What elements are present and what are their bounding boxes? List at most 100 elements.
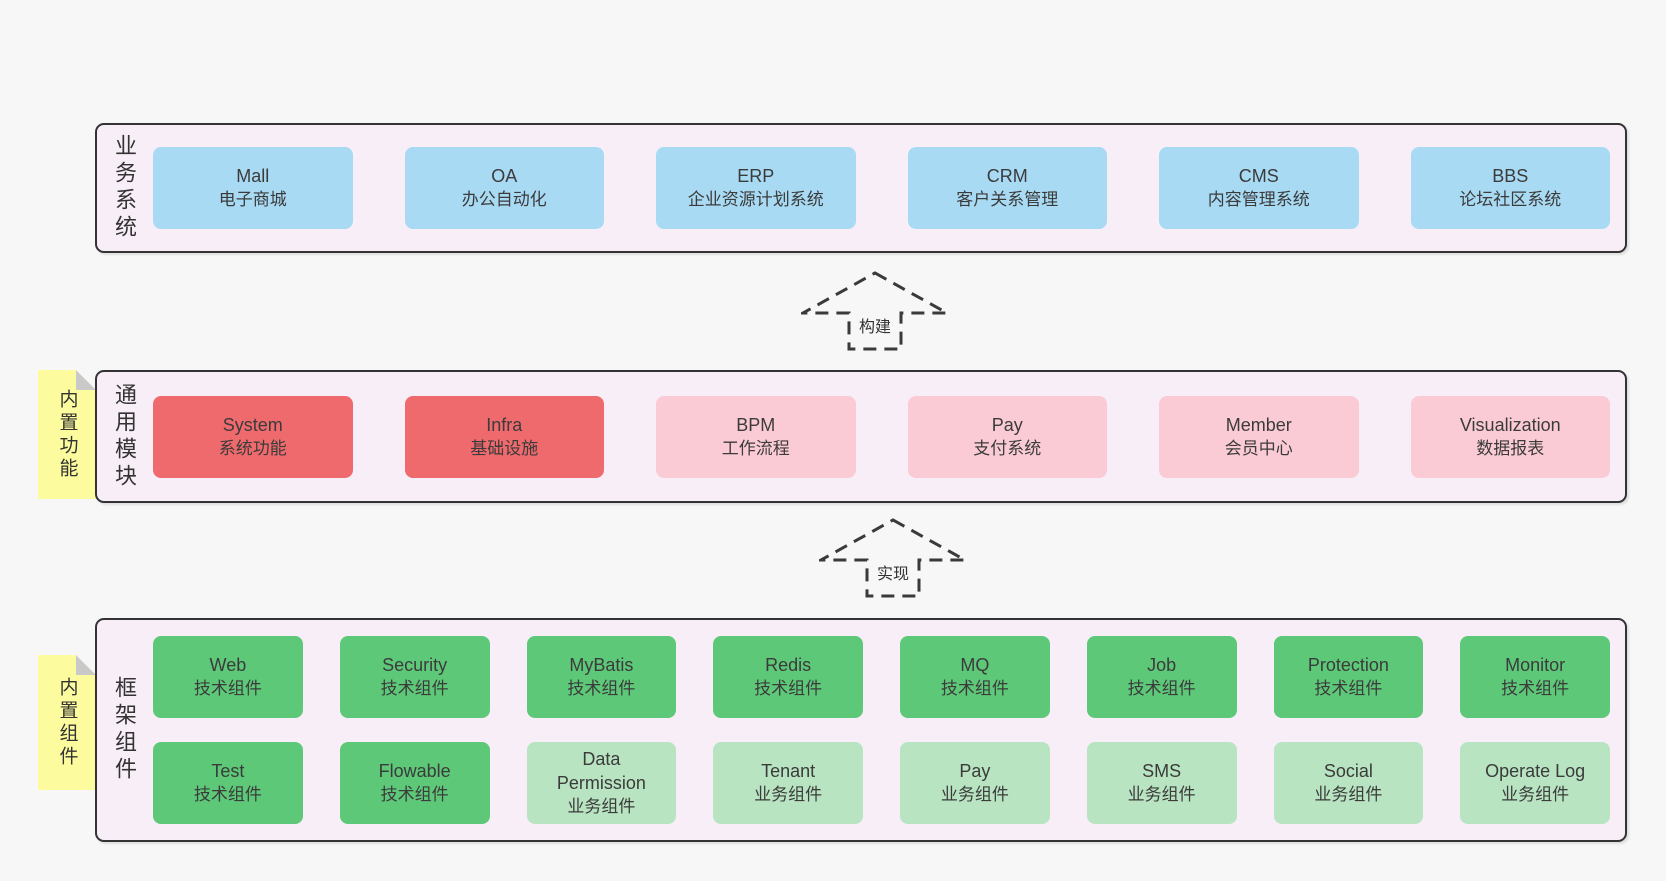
module-subtitle: 技术组件 (380, 785, 449, 804)
module-title: CMS (1238, 166, 1279, 186)
band-label: 业务系统 (112, 134, 137, 242)
module-title: Operate Log (1485, 761, 1586, 781)
module-title: BPM (736, 414, 776, 435)
module-subtitle: 技术组件 (940, 679, 1009, 698)
sticky-note-built-in-components: 内置组件 (38, 655, 96, 790)
module-subtitle: 内容管理系统 (1207, 190, 1310, 209)
module-title: Protection (1307, 655, 1389, 675)
module-subtitle: 数据报表 (1476, 438, 1545, 458)
module-subtitle: 技术组件 (567, 679, 636, 698)
module-box-erp: ERP 企业资源计划系统 (656, 147, 856, 229)
module-subtitle: 技术组件 (1501, 679, 1570, 698)
module-subtitle: 业务组件 (940, 785, 1009, 804)
component-box-protection: Protection 技术组件 (1273, 636, 1424, 718)
module-box-pay: Pay 支付系统 (907, 395, 1107, 478)
module-title: Social (1323, 761, 1373, 781)
component-row-2: Test 技术组件 Flowable 技术组件 Data Permission … (153, 742, 1610, 824)
module-subtitle: 工作流程 (721, 438, 790, 458)
module-box-bbs: BBS 论坛社区系统 (1410, 147, 1610, 229)
component-box-mybatis: MyBatis 技术组件 (526, 636, 677, 718)
module-box-mall: Mall 电子商城 (153, 147, 353, 229)
band-rows: Web 技术组件 Security 技术组件 MyBatis 技术组件 Redi… (151, 620, 1625, 840)
module-subtitle: 业务组件 (567, 797, 636, 816)
module-title: Monitor (1505, 655, 1566, 675)
module-subtitle: 技术组件 (380, 679, 449, 698)
band-label: 框架组件 (112, 676, 137, 784)
band-business-systems: 业务系统 Mall 电子商城 OA 办公自动化 ERP 企业资源计划系统 CRM… (95, 123, 1627, 253)
component-box-test: Test 技术组件 (153, 742, 303, 824)
component-box-pay: Pay 业务组件 (900, 742, 1050, 824)
band-boxes: Mall 电子商城 OA 办公自动化 ERP 企业资源计划系统 CRM 客户关系… (151, 125, 1625, 251)
module-subtitle: 技术组件 (193, 785, 262, 804)
module-subtitle: 电子商城 (218, 190, 287, 209)
module-title: CRM (986, 166, 1028, 186)
module-subtitle: 业务组件 (1314, 785, 1383, 804)
module-title: Job (1147, 655, 1177, 675)
module-title: Data Permission (556, 749, 646, 793)
module-title: System (222, 414, 283, 435)
component-box-redis: Redis 技术组件 (713, 636, 863, 718)
module-subtitle: 企业资源计划系统 (687, 190, 824, 209)
module-box-cms: CMS 内容管理系统 (1159, 147, 1359, 229)
component-box-monitor: Monitor 技术组件 (1460, 636, 1610, 718)
module-subtitle: 客户关系管理 (956, 190, 1059, 209)
build-arrow: 构建 (801, 271, 949, 351)
module-subtitle: 办公自动化 (461, 190, 547, 209)
component-box-sms: SMS 业务组件 (1086, 742, 1237, 824)
component-box-job: Job 技术组件 (1086, 636, 1237, 718)
dashed-up-arrow-icon (819, 518, 967, 598)
module-subtitle: 技术组件 (193, 679, 262, 698)
module-subtitle: 业务组件 (1127, 785, 1196, 804)
band-label: 通用模块 (112, 382, 137, 491)
module-subtitle: 会员中心 (1224, 438, 1293, 458)
module-title: BBS (1492, 166, 1529, 186)
module-box-bpm: BPM 工作流程 (656, 395, 856, 478)
module-title: Test (211, 761, 245, 781)
module-title: Pay (991, 414, 1023, 435)
module-subtitle: 基础设施 (470, 438, 539, 458)
module-subtitle: 业务组件 (1501, 785, 1570, 804)
module-subtitle: 业务组件 (754, 785, 823, 804)
component-box-mq: MQ 技术组件 (900, 636, 1050, 718)
module-subtitle: 系统功能 (218, 438, 287, 458)
module-subtitle: 论坛社区系统 (1459, 190, 1562, 209)
component-box-operate-log: Operate Log 业务组件 (1460, 742, 1610, 824)
module-box-infra: Infra 基础设施 (404, 395, 604, 478)
module-box-oa: OA 办公自动化 (404, 147, 604, 229)
component-box-tenant: Tenant 业务组件 (713, 742, 863, 824)
module-title: Mall (236, 166, 270, 186)
component-box-social: Social 业务组件 (1273, 742, 1424, 824)
module-title: MQ (960, 655, 990, 675)
module-subtitle: 技术组件 (1314, 679, 1383, 698)
module-box-visualization: Visualization 数据报表 (1410, 395, 1610, 478)
sticky-note-built-in-features: 内置功能 (38, 370, 96, 499)
component-box-data-permission: Data Permission 业务组件 (526, 742, 677, 824)
module-title: Infra (486, 414, 523, 435)
band-framework-components: 框架组件 Web 技术组件 Security 技术组件 MyBatis 技术组件… (95, 618, 1627, 842)
module-title: Web (209, 655, 247, 675)
component-box-flowable: Flowable 技术组件 (339, 742, 490, 824)
component-box-web: Web 技术组件 (153, 636, 303, 718)
module-title: Redis (765, 655, 812, 675)
module-title: OA (491, 166, 518, 186)
implement-arrow: 实现 (819, 518, 967, 598)
module-title: Flowable (378, 761, 451, 781)
module-title: ERP (737, 166, 775, 186)
component-box-security: Security 技术组件 (339, 636, 490, 718)
module-box-crm: CRM 客户关系管理 (907, 147, 1107, 229)
module-title: Tenant (761, 761, 816, 781)
module-box-system: System 系统功能 (153, 395, 353, 478)
module-subtitle: 支付系统 (973, 438, 1042, 458)
module-box-member: Member 会员中心 (1159, 395, 1359, 478)
module-title: MyBatis (569, 655, 634, 675)
build-arrow-label: 构建 (855, 313, 895, 337)
band-boxes: System 系统功能 Infra 基础设施 BPM 工作流程 Pay 支付系统… (151, 372, 1625, 501)
dashed-up-arrow-icon (801, 271, 949, 351)
component-row-1: Web 技术组件 Security 技术组件 MyBatis 技术组件 Redi… (153, 636, 1610, 718)
module-title: Pay (959, 761, 991, 781)
module-title: SMS (1142, 761, 1182, 781)
module-title: Security (382, 655, 448, 675)
module-title: Visualization (1459, 414, 1561, 435)
module-subtitle: 技术组件 (754, 679, 823, 698)
